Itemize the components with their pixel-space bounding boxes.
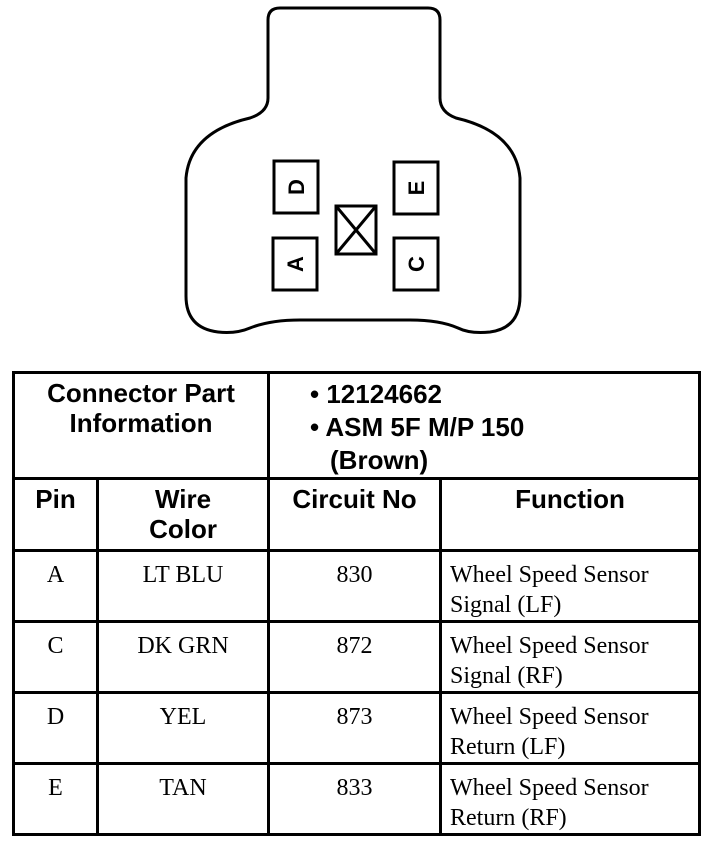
cell-pin: A xyxy=(12,549,99,623)
table-row: A LT BLU 830 Wheel Speed Sensor Signal (… xyxy=(12,549,702,623)
connector-info-table: Connector Part Information • 12124662 • … xyxy=(11,371,702,836)
function-line-1: Wheel Speed Sensor xyxy=(450,704,649,730)
part-info-row: Connector Part Information • 12124662 • … xyxy=(11,371,702,480)
cell-pin: E xyxy=(12,762,99,836)
cell-circuit: 833 xyxy=(267,762,443,836)
cell-circuit: 872 xyxy=(267,620,443,694)
function-line-1: Wheel Speed Sensor xyxy=(450,562,649,588)
col-circuit-no: Circuit No xyxy=(267,477,443,552)
cell-pin: C xyxy=(12,620,99,694)
cell-wire-color: DK GRN xyxy=(95,620,271,694)
part-info-header: Connector Part Information xyxy=(11,371,271,480)
cell-circuit: 830 xyxy=(267,549,443,623)
cell-function: Wheel Speed Sensor Signal (RF) xyxy=(439,620,702,694)
cell-circuit: 873 xyxy=(267,691,443,765)
part-assembly: • ASM 5F M/P 150 xyxy=(310,412,525,442)
connector-outline xyxy=(184,6,522,334)
table-row: D YEL 873 Wheel Speed Sensor Return (LF) xyxy=(12,691,702,765)
part-color: (Brown) xyxy=(330,445,429,475)
pin-d: D xyxy=(272,159,320,215)
table-row: C DK GRN 872 Wheel Speed Sensor Signal (… xyxy=(12,620,702,694)
key-box xyxy=(334,204,378,256)
function-line-2: Signal (RF) xyxy=(450,663,563,689)
col-function: Function xyxy=(439,477,702,552)
part-number: • 12124662 xyxy=(310,379,443,409)
pin-e-letter: E xyxy=(404,181,429,196)
col-wire-color-text: Wire Color xyxy=(149,484,217,544)
function-line-1: Wheel Speed Sensor xyxy=(450,775,649,801)
pin-c: C xyxy=(392,236,440,292)
cell-function: Wheel Speed Sensor Return (LF) xyxy=(439,691,702,765)
function-line-1: Wheel Speed Sensor xyxy=(450,633,649,659)
cell-function: Wheel Speed Sensor Signal (LF) xyxy=(439,549,702,623)
function-line-2: Signal (LF) xyxy=(450,592,562,618)
column-header-row: Pin Wire Color Circuit No Function xyxy=(12,477,702,552)
cell-function: Wheel Speed Sensor Return (RF) xyxy=(439,762,702,836)
col-pin: Pin xyxy=(12,477,99,552)
function-line-2: Return (RF) xyxy=(450,805,567,831)
part-info-header-text: Connector Part Information xyxy=(47,378,235,438)
part-info-list: • 12124662 • ASM 5F M/P 150 (Brown) xyxy=(267,371,702,480)
pin-d-letter: D xyxy=(284,179,309,195)
cell-wire-color: TAN xyxy=(95,762,271,836)
cell-wire-color: LT BLU xyxy=(95,549,271,623)
cell-pin: D xyxy=(12,691,99,765)
function-line-2: Return (LF) xyxy=(450,734,566,760)
connector-diagram: D E A C xyxy=(184,6,522,334)
table-row: E TAN 833 Wheel Speed Sensor Return (RF) xyxy=(12,762,702,836)
pin-e: E xyxy=(392,160,440,216)
col-wire-color: Wire Color xyxy=(95,477,271,552)
cell-wire-color: YEL xyxy=(95,691,271,765)
pin-a: A xyxy=(271,236,319,292)
pin-c-letter: C xyxy=(404,256,429,272)
pin-a-letter: A xyxy=(283,256,308,272)
